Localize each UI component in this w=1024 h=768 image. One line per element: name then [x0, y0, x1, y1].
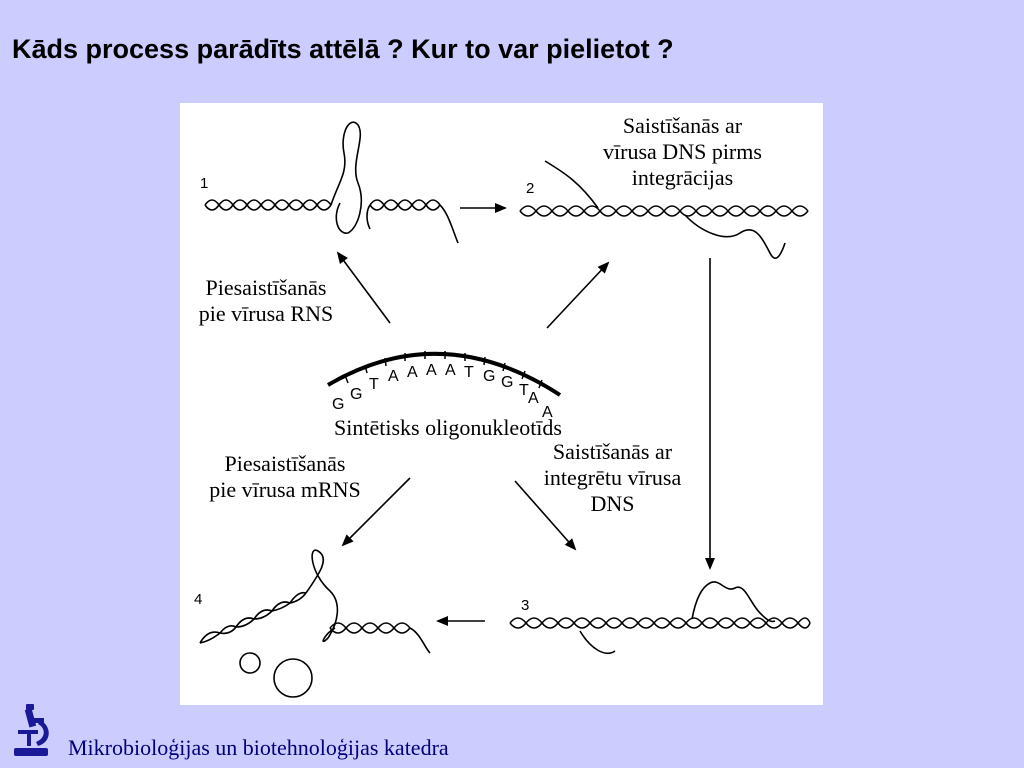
- step-number: 1: [200, 175, 209, 192]
- label-line: integrācijas: [631, 165, 734, 190]
- label-line: pie vīrusa mRNS: [209, 477, 361, 502]
- label-line: Piesaistīšanās: [205, 275, 327, 300]
- step-number: 3: [521, 597, 530, 614]
- base-letter: A: [445, 362, 456, 379]
- footer-department: Mikrobioloģijas un biotehnoloģijas kated…: [68, 735, 449, 760]
- base-letter: A: [528, 390, 539, 407]
- label-mrna-binding: Piesaistīšanās pie vīrusa mRNS: [185, 451, 385, 503]
- base-letter: A: [388, 368, 399, 385]
- label-line: Piesaistīšanās: [224, 451, 346, 476]
- step-number: 2: [526, 180, 535, 197]
- microscope-icon: [14, 704, 49, 756]
- base-letter: G: [501, 374, 513, 391]
- base-letter: A: [407, 364, 418, 381]
- label-integrated-dna: Saistīšanās ar integrētu vīrusa DNS: [520, 439, 705, 517]
- label-line: pie vīrusa RNS: [198, 301, 334, 326]
- oligonucleotide-arc: [326, 351, 562, 397]
- label-line: integrētu vīrusa: [543, 465, 682, 490]
- label-synthetic-oligonucleotide: Sintētisks oligonukleotīds: [334, 415, 562, 440]
- base-letter: G: [350, 386, 362, 403]
- panel-1-helix: [204, 121, 459, 244]
- slide-title: Kāds process parādīts attēlā ? Kur to va…: [12, 34, 674, 64]
- panel-2-helix: [519, 160, 809, 259]
- base-letter: T: [369, 376, 379, 393]
- step-number: 4: [194, 591, 203, 608]
- diagram-drawing: G G T A A A A T G G T A A: [199, 121, 811, 698]
- label-line: DNS: [590, 491, 635, 516]
- label-line: Saistīšanās ar: [552, 439, 673, 464]
- label-rna-binding: Piesaistīšanās pie vīrusa RNS: [182, 275, 350, 327]
- base-letter: G: [483, 368, 495, 385]
- oligonucleotide-diagram: G G T A A A A T G G T A A 1 2 3 4 Piesai…: [180, 103, 823, 705]
- base-letter: G: [332, 396, 344, 413]
- process-arrows: [336, 203, 715, 626]
- oligonucleotide-bases: G G T A A A A T G G T A A: [332, 362, 553, 421]
- panel-4-helix: [199, 549, 431, 698]
- panel-3-helix: [509, 581, 811, 655]
- base-letter: A: [542, 404, 553, 421]
- base-letter: T: [519, 382, 529, 399]
- label-dna-pre-integration: Saistīšanās ar vīrusa DNS pirms integrāc…: [580, 113, 785, 191]
- base-letter: A: [426, 362, 437, 379]
- label-line: Saistīšanās ar: [622, 113, 743, 138]
- oligonucleotide-ticks: [344, 351, 543, 389]
- label-line: vīrusa DNS pirms: [603, 139, 762, 164]
- base-letter: T: [464, 364, 474, 381]
